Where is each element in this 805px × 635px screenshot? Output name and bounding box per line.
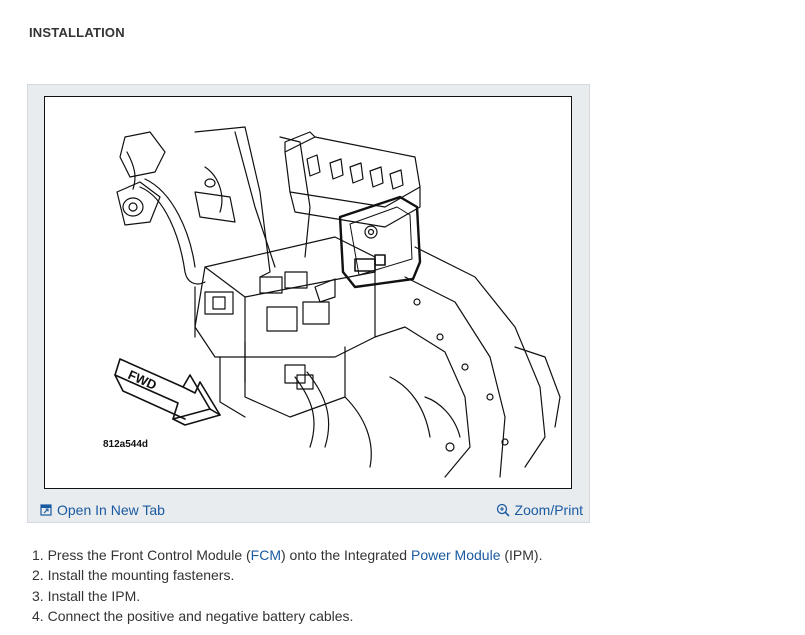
power-module-link[interactable]: Power Module <box>410 547 501 563</box>
section-heading: INSTALLATION <box>29 25 125 40</box>
zoom-icon <box>496 503 510 517</box>
technical-diagram: FWD 812a544d <box>44 96 572 489</box>
open-new-tab-link[interactable]: Open In New Tab <box>40 502 165 518</box>
step-item: 1. Press the Front Control Module (FCM) … <box>32 545 542 565</box>
open-new-tab-label: Open In New Tab <box>57 502 165 518</box>
step-text: Install the IPM. <box>47 587 141 604</box>
step-item: 2. Install the mounting fasteners. <box>32 565 542 585</box>
fwd-label: FWD <box>126 367 159 393</box>
step-text: (IPM). <box>500 547 543 563</box>
step-text: Install the mounting fasteners. <box>47 567 235 584</box>
step-item: 3. Install the IPM. <box>32 586 542 606</box>
figure-toolbar: Open In New Tab Zoom/Print <box>28 499 589 521</box>
fcm-link[interactable]: FCM <box>250 547 281 563</box>
open-tab-icon <box>40 504 52 516</box>
installation-steps: 1. Press the Front Control Module (FCM) … <box>32 545 542 626</box>
step-number: 2. <box>32 567 44 584</box>
step-text: Connect the positive and negative batter… <box>47 607 354 624</box>
step-text: ) onto the Integrated <box>281 547 411 563</box>
step-item: 4. Connect the positive and negative bat… <box>32 606 542 626</box>
step-number: 1. <box>32 547 44 563</box>
step-number: 3. <box>32 587 44 604</box>
fcm-installation-illustration: FWD <box>114 126 561 478</box>
figure-container: FWD 812a544d Open In New Tab Zoom/Print <box>27 84 590 523</box>
figure-id: 812a544d <box>103 439 149 450</box>
zoom-print-link[interactable]: Zoom/Print <box>496 502 583 518</box>
step-number: 4. <box>32 607 44 624</box>
zoom-print-label: Zoom/Print <box>514 502 583 518</box>
step-text: Press the Front Control Module ( <box>47 547 251 563</box>
